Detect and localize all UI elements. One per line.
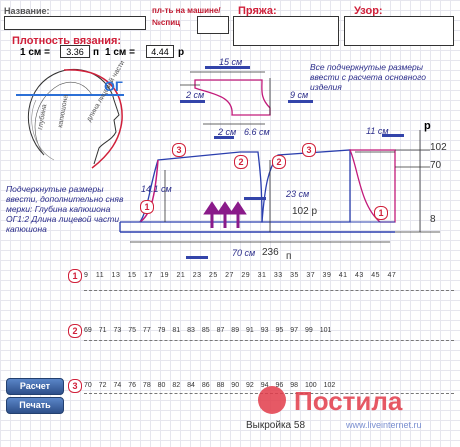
- density-title: Плотность вязания:: [12, 35, 122, 47]
- yarn-field[interactable]: [233, 16, 339, 46]
- dim-center-rows: 102 р: [292, 206, 318, 217]
- dim-left-height: 14.1 см: [141, 184, 172, 194]
- marker-2-left: 2: [234, 155, 248, 169]
- pattern-label: Узор:: [354, 5, 383, 17]
- rows-axis-label: р: [424, 120, 431, 132]
- marker-1-right: 1: [374, 206, 388, 220]
- yarn-label: Пряжа:: [238, 5, 277, 17]
- note-left: Подчеркнутые размеры ввести, дополнитель…: [6, 184, 124, 234]
- machine-label: пл-ть на машине/: [152, 6, 221, 15]
- dim-center-height: 23 см: [286, 189, 310, 199]
- ruler2-line: [84, 340, 454, 342]
- calculate-button[interactable]: Расчет: [6, 378, 64, 395]
- pattern-diagram: [119, 66, 440, 259]
- density-eq2-unit: р: [178, 47, 185, 58]
- density-eq2-prefix: 1 см =: [105, 47, 135, 58]
- needle-label: №спиц: [152, 18, 181, 27]
- footer-caption: Выкройка 58: [246, 420, 305, 431]
- dim-top-left: 2 см: [186, 90, 205, 100]
- marker-1-left: 1: [140, 200, 154, 214]
- dim-top-width: 15 см: [219, 57, 243, 67]
- ruler2-badge: 2: [68, 324, 82, 338]
- marker-3-left: 3: [172, 143, 186, 157]
- footer-brand: Постила: [294, 386, 403, 416]
- name-label: Название:: [4, 6, 50, 16]
- og-label: ОГ: [104, 78, 123, 94]
- print-button[interactable]: Печать: [6, 397, 64, 414]
- dim-bottom-unit: п: [286, 251, 292, 262]
- density-eq1-prefix: 1 см =: [20, 47, 50, 58]
- ruler3-values: 70 72 74 76 78 80 82 84 86 88 90 92 94 9…: [84, 382, 336, 389]
- rows-102: 102: [430, 142, 447, 153]
- row-density-field[interactable]: 4.44: [146, 45, 174, 58]
- dim-bottom-stitches: 236: [262, 247, 279, 258]
- dim-mid-a: 2 см: [218, 127, 237, 137]
- marker-3-right: 3: [302, 143, 316, 157]
- dim-top-right: 9 см: [290, 90, 309, 100]
- rows-70: 70: [430, 160, 442, 171]
- marker-2-right: 2: [272, 155, 286, 169]
- name-field[interactable]: [4, 16, 146, 30]
- ruler2-values: 69 71 73 75 77 79 81 83 85 87 89 91 93 9…: [84, 327, 332, 334]
- head-sketch: глубина капюшона длина лицевой части: [16, 60, 126, 169]
- dim-mid-b: 6.6 см: [244, 127, 270, 137]
- note-top-right: Все подчеркнутые размеры ввести с расчет…: [310, 62, 426, 92]
- ruler1-badge: 1: [68, 269, 82, 283]
- stitch-density-field[interactable]: 3.36: [60, 45, 90, 58]
- dim-bottom-width: 70 см: [232, 248, 256, 258]
- dim-right-width: 11 см: [366, 126, 389, 136]
- brand-logo-icon: [258, 386, 286, 414]
- footer-watermark: www.liveinternet.ru: [346, 420, 422, 430]
- pattern-field[interactable]: [344, 16, 454, 46]
- ruler3-badge: 3: [68, 379, 82, 393]
- density-eq1-unit: п: [93, 47, 100, 58]
- ruler1-values: 9 11 13 15 17 19 21 23 25 27 29 31 33 35…: [84, 272, 397, 279]
- rows-8: 8: [430, 214, 436, 225]
- machine-field[interactable]: [197, 16, 229, 34]
- ruler1-line: [84, 290, 454, 292]
